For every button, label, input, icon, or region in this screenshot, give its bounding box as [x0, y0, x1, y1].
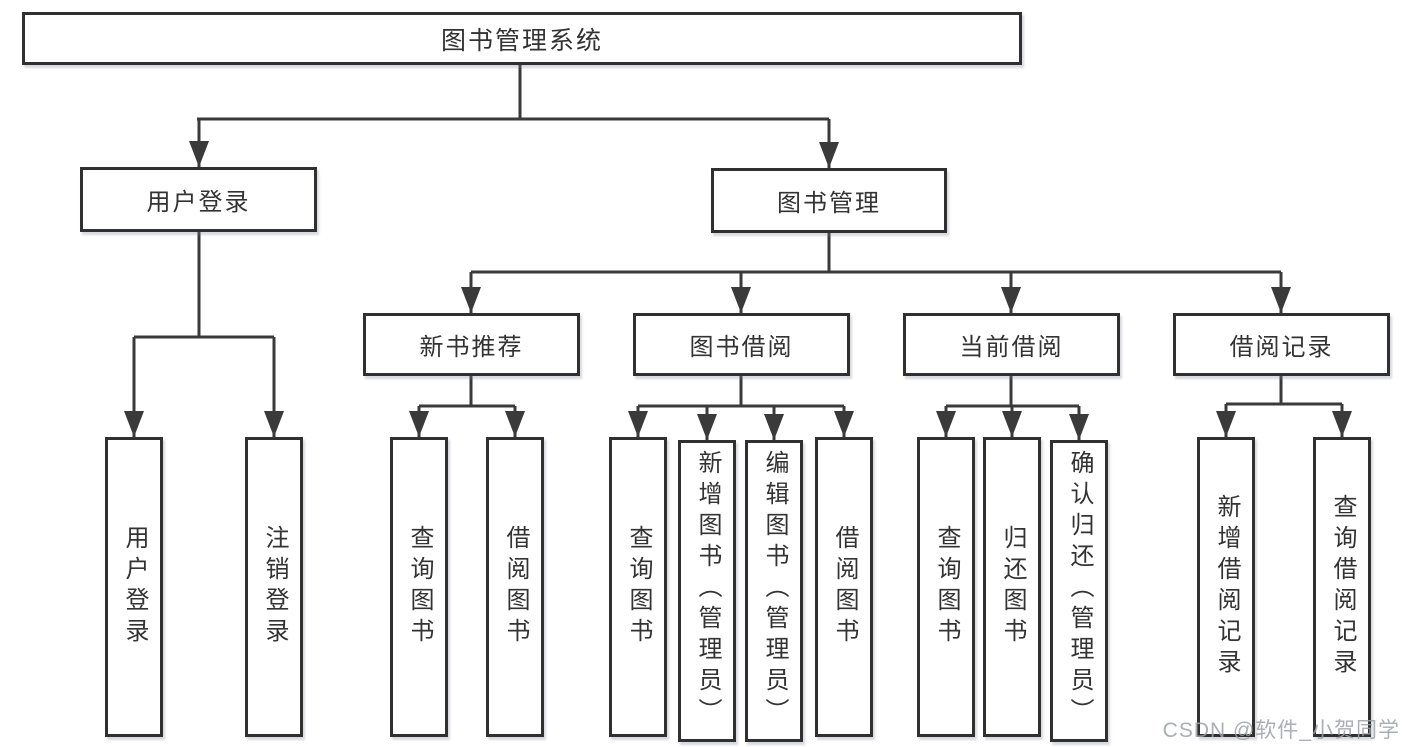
leaf-return-books: 归还图书 — [983, 437, 1041, 737]
leaf-label: 新增借阅记录 — [1213, 494, 1240, 680]
leaf-label: 查询借阅记录 — [1329, 494, 1356, 680]
leaf-label: 借阅图书 — [502, 525, 529, 649]
leaf-add-books-admin: 新增图书（管理员） — [678, 440, 736, 742]
node-borrow-records: 借阅记录 — [1173, 313, 1390, 376]
csdn-watermark: CSDN @软件_小贺同学 — [1162, 719, 1400, 742]
leaf-user-login: 用户登录 — [105, 437, 163, 737]
leaf-label: 确认归还（管理员） — [1066, 450, 1093, 729]
leaf-label: 归还图书 — [999, 525, 1026, 649]
leaf-borrow-books: 借阅图书 — [815, 437, 873, 737]
leaf-label: 借阅图书 — [831, 525, 858, 649]
leaf-query-books-borrow: 查询图书 — [609, 437, 667, 737]
leaf-label: 新增图书（管理员） — [694, 450, 721, 729]
leaf-edit-books-admin: 编辑图书（管理员） — [745, 440, 803, 742]
leaf-add-borrow-record: 新增借阅记录 — [1197, 437, 1255, 737]
leaf-query-borrow-record: 查询借阅记录 — [1313, 437, 1371, 737]
node-library-system-root: 图书管理系统 — [22, 12, 1022, 65]
leaf-label: 用户登录 — [121, 525, 148, 649]
node-user-login: 用户登录 — [80, 167, 317, 232]
leaf-query-books-current: 查询图书 — [917, 437, 975, 737]
leaf-logout: 注销登录 — [245, 437, 303, 737]
node-book-borrow: 图书借阅 — [633, 313, 850, 376]
node-new-book-recommend: 新书推荐 — [363, 313, 580, 376]
leaf-label: 查询图书 — [625, 525, 652, 649]
node-book-management: 图书管理 — [711, 168, 947, 233]
leaf-label: 查询图书 — [406, 525, 433, 649]
leaf-label: 注销登录 — [261, 525, 288, 649]
leaf-borrow-books-recommend: 借阅图书 — [486, 437, 544, 737]
leaf-label: 编辑图书（管理员） — [761, 450, 788, 729]
leaf-label: 查询图书 — [933, 525, 960, 649]
leaf-confirm-return-admin: 确认归还（管理员） — [1050, 440, 1108, 742]
leaf-query-books-recommend: 查询图书 — [390, 437, 448, 737]
node-current-borrow: 当前借阅 — [903, 313, 1120, 376]
